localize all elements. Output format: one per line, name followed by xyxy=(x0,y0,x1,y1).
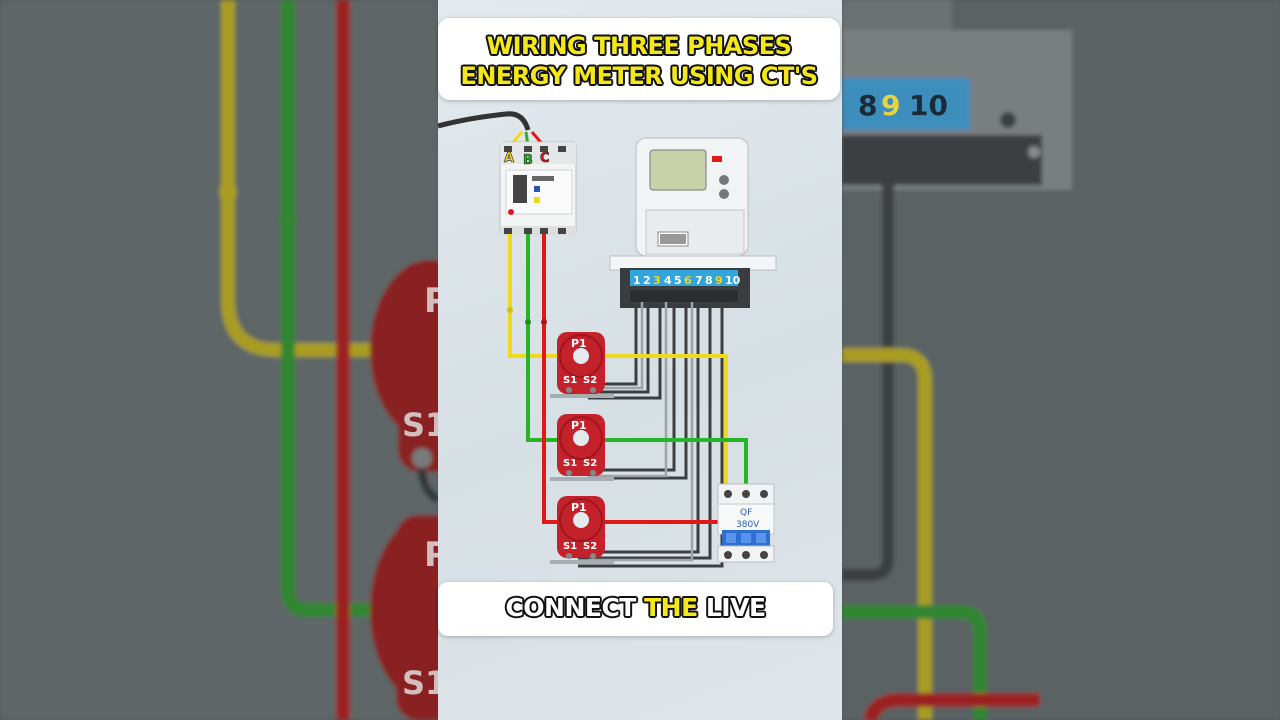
ct2-s2-label: S2 xyxy=(583,458,597,469)
ct3-p1-label: P1 xyxy=(571,501,587,514)
main-breaker: A B C xyxy=(499,141,577,236)
terminal-3: 3 xyxy=(653,274,661,287)
current-transformer-1: P1 S1 S2 xyxy=(550,332,614,398)
bg-terminal-9: 9 xyxy=(881,89,900,122)
bg-terminal-8: 8 xyxy=(858,89,877,122)
caption-banner: CONNECT THE LIVE xyxy=(438,582,833,636)
ct2-s1-label: S1 xyxy=(563,458,577,469)
ct2-p1-label: P1 xyxy=(571,419,587,432)
qf-voltage: 380V xyxy=(736,520,760,530)
current-transformer-2: P1 S1 S2 xyxy=(550,414,614,481)
ct1-s1-label: S1 xyxy=(563,375,577,386)
terminal-9: 9 xyxy=(715,274,723,287)
caption-word-the: THE xyxy=(644,593,698,622)
terminal-5: 5 xyxy=(674,274,682,287)
terminal-8: 8 xyxy=(705,274,713,287)
caption-word-live: LIVE xyxy=(705,593,766,622)
phase-label-b: B xyxy=(523,153,533,168)
qf-label: QF xyxy=(740,508,752,518)
load-breaker-qf: QF 380V xyxy=(717,483,775,563)
terminal-4: 4 xyxy=(664,274,672,287)
current-transformer-3: P1 S1 S2 xyxy=(550,496,614,564)
terminal-1: 1 xyxy=(633,274,641,287)
wiring-diagram: A B C 1 2 3 4 5 6 7 xyxy=(438,111,777,568)
caption-word-connect: CONNECT xyxy=(505,593,636,622)
terminal-2: 2 xyxy=(643,274,651,287)
ct1-p1-label: P1 xyxy=(571,337,587,350)
caption-text: CONNECT THE LIVE xyxy=(505,593,766,622)
ct1-s2-label: S2 xyxy=(583,375,597,386)
phase-label-a: A xyxy=(504,151,514,166)
meter-terminal-numbers: 1 2 3 4 5 6 7 8 9 10 xyxy=(633,274,741,287)
title-line-2: ENERGY METER USING CT'S xyxy=(460,62,818,90)
terminal-6: 6 xyxy=(684,274,692,287)
bg-terminal-10: 10 xyxy=(909,89,948,122)
terminal-7: 7 xyxy=(695,274,703,287)
energy-meter: 1 2 3 4 5 6 7 8 9 10 xyxy=(609,137,777,308)
phase-label-c: C xyxy=(540,151,550,166)
ct3-s1-label: S1 xyxy=(563,541,577,552)
terminal-10: 10 xyxy=(725,274,741,287)
ct3-s2-label: S2 xyxy=(583,541,597,552)
title-banner: WIRING THREE PHASES ENERGY METER USING C… xyxy=(438,18,840,100)
title-line-1: WIRING THREE PHASES xyxy=(486,32,792,60)
